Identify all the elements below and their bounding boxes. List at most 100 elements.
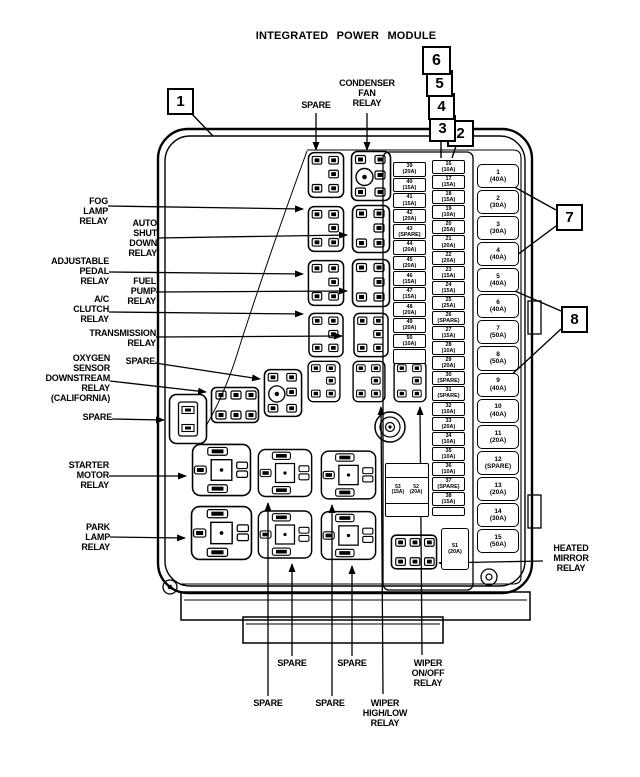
fuse-cell: 31 (SPARE) [432,386,465,401]
fuse-amps: (50A) [489,540,507,548]
fuse-number: 20 [445,221,452,228]
fuse-number: 21 [445,236,452,243]
fuse-number: 27 [445,327,452,334]
fuse-number: 29 [445,357,452,364]
label-auto-shut-down-relay: AUTO SHUT DOWN RELAY [128,218,157,259]
fuse-cell: 22 (20A) [432,250,465,265]
fuse-amps: (15A) [441,197,456,204]
fuse-amps: (30A) [489,228,507,236]
fuse-amps: (15A) [402,184,417,191]
fuse-cell: 2 (30A) [477,190,519,215]
spare-iso-relay-icon [257,448,313,498]
fuse-block-53-52: 53 (15A) 52 (20A) [385,463,429,517]
label-park-lamp-relay: PARK LAMP RELAY [81,522,110,553]
fuse-amps: (10A) [402,341,417,347]
fuse-amps: (20A) [402,262,417,269]
label-starter-motor-relay: STARTER MOTOR RELAY [68,460,110,491]
fuse-amps: (10A) [441,408,456,415]
fuse-amps: (10A) [441,453,456,460]
case-bottom-tray [162,568,531,644]
fuse-number: 35 [445,447,452,454]
spare-relay-icon [308,361,340,401]
fuse-52: 52 (20A) [410,483,423,496]
fuse-cell: 47 (15A) [393,286,426,302]
label-condenser-fan-relay: CONDENSER FAN RELAY [339,78,395,109]
fuse-cell: 50 (10A) [393,333,426,349]
fuel-pump-relay-icon [353,260,390,307]
fuse-number: 41 [406,194,413,201]
fuse-amps: (20A) [402,309,417,316]
fuse-number: 51 [451,542,459,549]
fuse-number: 52 [413,483,419,490]
fuse-number: 28 [445,342,452,349]
fuse-number: 7 [496,325,500,333]
auto-shut-down-relay-icon [353,206,390,253]
fuse-number: 12 [494,455,502,463]
label-heated-mirror-relay: HEATED MIRROR RELAY [553,543,589,574]
callout-6: 6 [422,46,451,75]
fuse-cell: 20 (25A) [432,220,465,235]
fuse-amps: (40A) [489,410,507,418]
label-adjustable-pedal-relay: ADJUSTABLE PEDAL RELAY [51,256,109,287]
fuse-number: 53 [395,483,401,490]
fuse-amps: (10A) [441,438,456,445]
fuse-amps: (SPARE) [437,484,460,491]
fuse-amps: (20A) [402,325,417,332]
fuse-cell: 44 (20A) [393,240,426,255]
fuse-cell: 32 (10A) [432,401,465,416]
label-spare-top: SPARE [301,100,331,110]
case-side-tabs [527,300,542,529]
fuse-amps: (SPARE) [484,462,512,470]
fuse-number: 32 [445,402,452,409]
bolt-icon [162,579,178,595]
fuse-amps: (40A) [489,254,507,262]
fuse-number: 10 [494,403,502,411]
fuse-cell [393,349,426,364]
fuse-number: 23 [445,266,452,273]
fuse-number: 37 [445,477,452,484]
fuse-number: 8 [496,351,500,359]
fuse-number: 11 [494,429,502,437]
fuse-cell: 5 (40A) [477,268,519,293]
fuse-cell: 25 (25A) [432,295,465,310]
fuse-cell: 37 (SPARE) [432,476,465,492]
fuse-number: 22 [445,251,452,258]
fuse-number: 42 [406,210,413,217]
fuse-number: 18 [445,191,452,198]
fuse-number: 14 [494,507,502,515]
fuse-amps: (15A) [441,499,456,506]
label-spare-b2: SPARE [315,698,345,708]
label-oxygen-sensor-downstream-relay: OXYGEN SENSOR DOWNSTREAM RELAY (CALIFORN… [45,353,111,404]
fuse-cell: 10 (40A) [477,398,519,423]
label-spare-a2: SPARE [337,658,367,668]
fuse-number: 39 [406,163,413,170]
fuse-number: 38 [445,493,452,500]
empty-slot [386,504,428,517]
fuse-amps: (20A) [441,423,456,430]
label-fuel-pump-relay: FUEL PUMP RELAY [127,276,156,307]
fuse-cell: 43 (SPARE) [393,224,426,240]
fuse-cell: 12 (SPARE) [477,450,519,475]
relay-glyphs [168,152,437,569]
fuse-cell: 34 (10A) [432,431,465,446]
fuse-cell: 36 (10A) [432,461,465,476]
spare-relay-icon [168,393,208,445]
bolt-icon [480,568,498,586]
fuse-cell: 29 (20A) [432,356,465,371]
fuse-cell: 11 (20A) [477,424,519,449]
fuse-number: 48 [406,303,413,310]
module-case [156,127,534,595]
fuse-number: 44 [406,241,413,248]
fuse-cell: 23 (15A) [432,265,465,280]
fuse-amps: (SPARE) [398,231,421,238]
fuse-number: 50 [406,334,413,341]
oxygen-sensor-relay-icon [212,388,259,423]
fuse-amps: (40A) [489,306,507,314]
fuse-amps: (15A) [441,182,456,189]
callout-1: 1 [167,88,194,115]
fuse-number: 15 [494,533,502,541]
label-spare-b1: SPARE [253,698,283,708]
spare-iso-relay-icon [320,450,377,500]
fuse-51: 51 (20A) [441,528,469,570]
